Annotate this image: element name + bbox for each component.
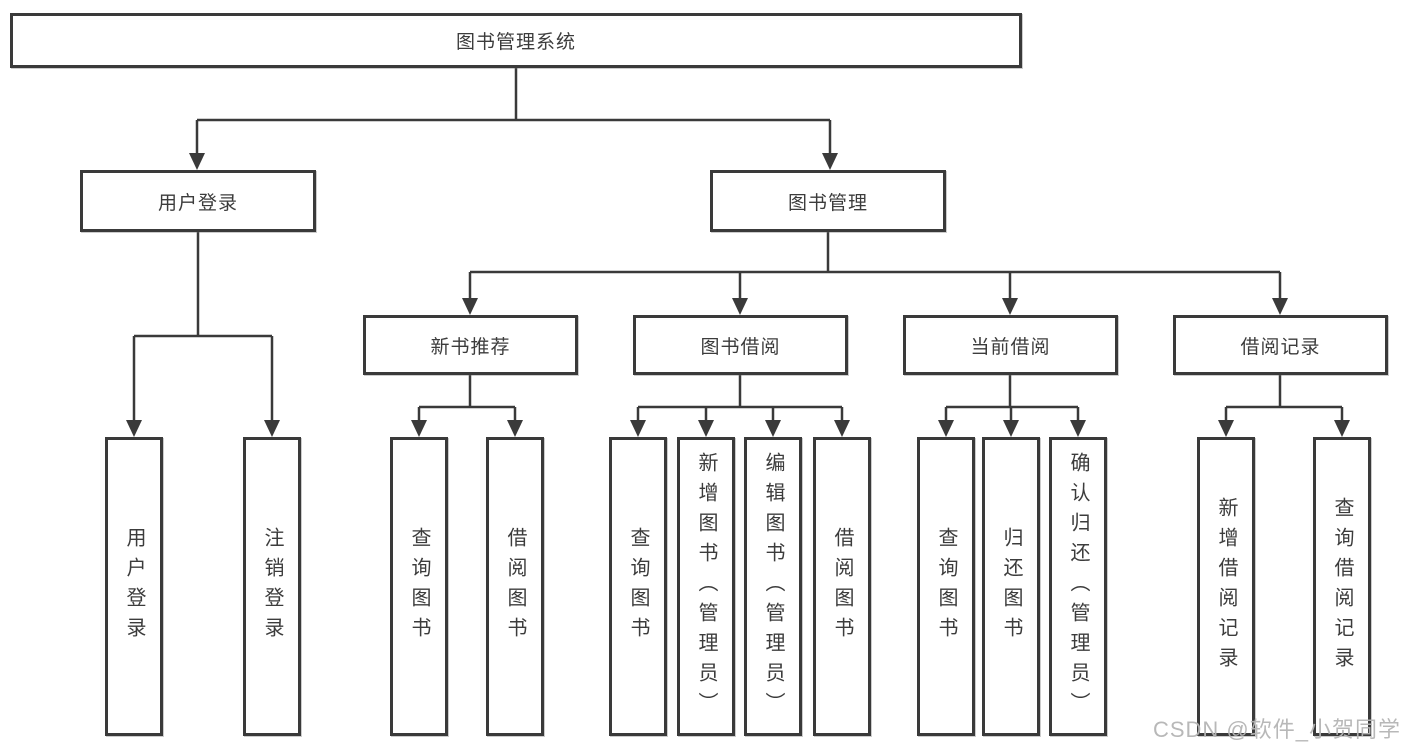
node-borrowing-records-label: 借阅记录 (1240, 336, 1321, 358)
leaf-return-book-label: 归还图书 (1000, 526, 1022, 647)
leaf-query-books-borrowing-label: 查询图书 (627, 526, 649, 647)
leaf-query-books-recommend-label: 查询图书 (408, 526, 430, 647)
node-user-login-label: 用户登录 (157, 192, 238, 214)
node-book-management: 图书管理 (710, 170, 946, 232)
arrowhead-icons (126, 153, 1350, 437)
leaf-user-login: 用户登录 (105, 437, 163, 736)
node-root: 图书管理系统 (10, 13, 1022, 68)
leaf-add-book-admin: 新增图书（管理员） (677, 437, 735, 736)
leaf-borrow-books-borrowing-label: 借阅图书 (831, 526, 853, 647)
leaf-add-borrow-record: 新增借阅记录 (1197, 437, 1255, 736)
leaf-edit-book-admin: 编辑图书（管理员） (744, 437, 802, 736)
leaf-logout-label: 注销登录 (261, 526, 283, 647)
leaf-borrow-books-borrowing: 借阅图书 (813, 437, 871, 736)
leaf-query-books-current: 查询图书 (917, 437, 975, 736)
node-current-borrowing: 当前借阅 (903, 315, 1118, 375)
node-new-book-recommend: 新书推荐 (363, 315, 578, 375)
node-new-book-recommend-label: 新书推荐 (430, 336, 511, 358)
leaf-logout: 注销登录 (243, 437, 301, 736)
node-book-borrowing-label: 图书借阅 (700, 336, 781, 358)
leaf-user-login-label: 用户登录 (123, 526, 145, 647)
leaf-query-borrow-record: 查询借阅记录 (1313, 437, 1371, 736)
node-book-borrowing: 图书借阅 (633, 315, 848, 375)
leaf-edit-book-admin-label: 编辑图书（管理员） (762, 451, 784, 722)
leaf-add-book-admin-label: 新增图书（管理员） (695, 451, 717, 722)
node-root-label: 图书管理系统 (455, 32, 576, 53)
leaf-confirm-return-admin-label: 确认归还（管理员） (1067, 451, 1089, 722)
leaf-query-books-borrowing: 查询图书 (609, 437, 667, 736)
leaf-return-book: 归还图书 (982, 437, 1040, 736)
leaf-borrow-books-recommend-label: 借阅图书 (504, 526, 526, 647)
leaf-add-borrow-record-label: 新增借阅记录 (1215, 496, 1237, 677)
node-book-management-label: 图书管理 (787, 192, 868, 214)
leaf-query-books-current-label: 查询图书 (935, 526, 957, 647)
leaf-confirm-return-admin: 确认归还（管理员） (1049, 437, 1107, 736)
csdn-watermark: CSDN @软件_小贺同学 (1152, 717, 1401, 742)
leaf-query-books-recommend: 查询图书 (390, 437, 448, 736)
leaf-query-borrow-record-label: 查询借阅记录 (1331, 496, 1353, 677)
node-current-borrowing-label: 当前借阅 (970, 336, 1051, 358)
node-user-login: 用户登录 (80, 170, 316, 232)
leaf-borrow-books-recommend: 借阅图书 (486, 437, 544, 736)
node-borrowing-records: 借阅记录 (1173, 315, 1388, 375)
